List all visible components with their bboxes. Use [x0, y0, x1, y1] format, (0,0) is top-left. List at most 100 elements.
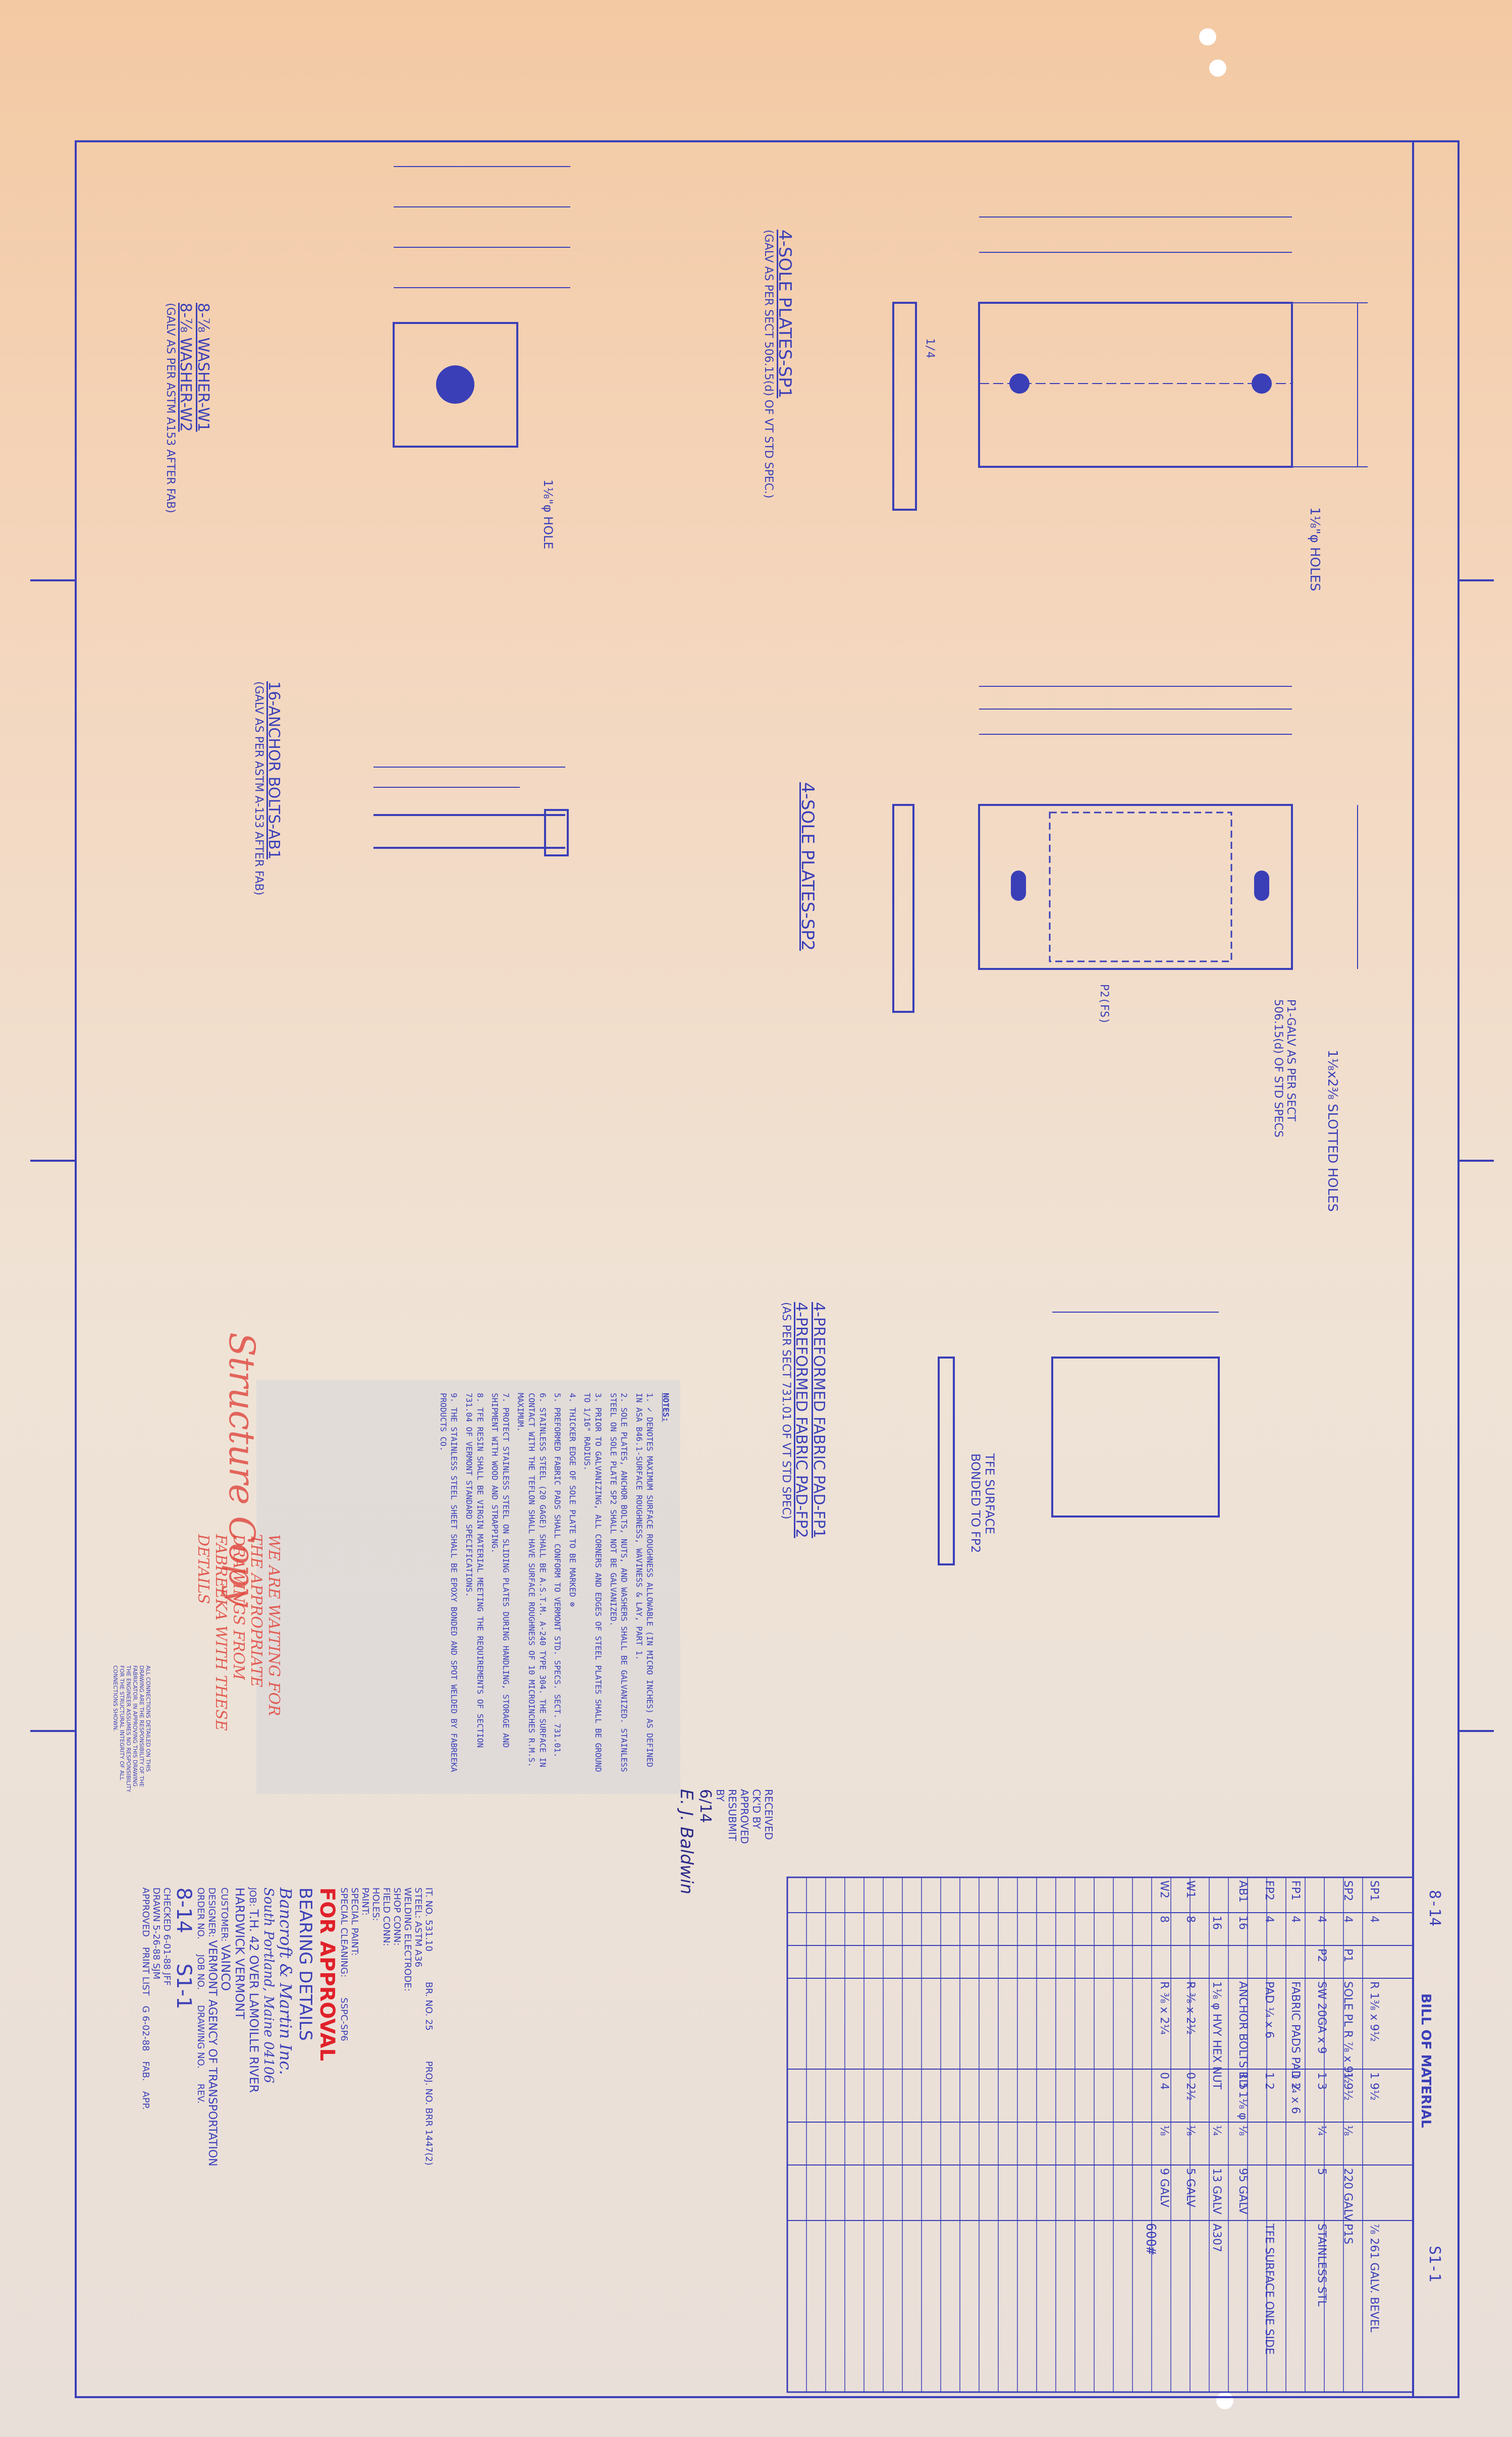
- bom-cell-mark: W1: [1184, 1880, 1197, 1899]
- tb-job-loc: HARDWICK VERMONT: [233, 1887, 247, 2020]
- note-item: 9. THE STAINLESS STEEL SHEET SHALL BE EP…: [438, 1393, 459, 1772]
- bom-cell-shape: SOLE PL R ⅞ x 9½: [1341, 1981, 1354, 2084]
- sp2-slot-left: [1011, 871, 1026, 901]
- bom-cell-shape: SW 20GA x 9: [1315, 1981, 1328, 2054]
- bom-cell-mark: AB1: [1236, 1880, 1249, 1903]
- bom-cell-shape: PAD ¼ x 6: [1263, 1981, 1275, 2039]
- tb-it-no: IT. NO. 531.10: [423, 1887, 434, 1952]
- tb-welding: WELDING ELECTRODE:: [402, 1887, 413, 1991]
- washer-view: [393, 166, 570, 448]
- tb-print-date: G 6-02-88: [140, 2006, 151, 2051]
- header-sheet-no: S1-1: [1426, 2246, 1443, 2283]
- notes-block: NOTES: 1. ✓ DENOTES MAXIMUM SURFACE ROUG…: [318, 1393, 671, 1776]
- bom-cell-shape: R ⅜ x 2¼: [1158, 1981, 1170, 2035]
- tb-special-paint: SPECIAL PAINT:: [349, 1887, 360, 1956]
- notes-heading: NOTES:: [661, 1393, 671, 1422]
- bom-cell-wt: 13 GALV: [1210, 2168, 1223, 2214]
- note-item: 3. PRIOR TO GALVANIZING, ALL CORNERS AND…: [582, 1393, 604, 1772]
- tb-print-list: PRINT LIST: [140, 1946, 151, 1996]
- bom-cell-item_wt: ⅛: [1184, 2125, 1197, 2136]
- bom-cell-no: 4: [1341, 1916, 1354, 1923]
- fp2-title: 4-PREFORMED FABRIC PAD-FP2: [792, 1302, 810, 1538]
- note-item: 5. PREFORMED FABRIC PADS SHALL CONFORM T…: [553, 1393, 563, 1758]
- bom-cell-no: 16: [1210, 1916, 1223, 1930]
- sp2-p2-label: P2(FS): [1098, 984, 1110, 1024]
- tb-order-no: ORDER NO.: [195, 1887, 206, 1939]
- note-item: 2. SOLE PLATES, ANCHOR BOLTS, NUTS, AND …: [608, 1393, 629, 1772]
- fp-title-block: 4-PREFORMED FABRIC PAD-FP1 4-PREFORMED F…: [780, 1302, 828, 1665]
- border-margin: [1412, 140, 1460, 2398]
- tb-fab: FAB.: [140, 2061, 151, 2081]
- anchor-title: 16-ANCHOR BOLTS-AB1: [265, 681, 283, 859]
- tb-customer-label: CUSTOMER:: [219, 1887, 230, 1942]
- stamp-by: BY: [714, 1789, 726, 1802]
- washer-hole: [436, 365, 474, 404]
- tb-paint: PAINT:: [360, 1887, 370, 1916]
- tb-job: T.H. 42 OVER LAMOILLE RIVER: [247, 1909, 261, 2093]
- stamp-date-val: 6/14: [696, 1789, 714, 1823]
- sp1-holes-label: 1⅛"φ HOLES: [1307, 507, 1322, 591]
- washer-title-block: 8-⅞ WASHER-W1 8-⅞ WASHER-W2 (GALV AS PER…: [164, 303, 212, 515]
- tb-holes: HOLES:: [370, 1887, 381, 1921]
- bom-cell-shape: 1⅛ φ HVY HEX NUT: [1210, 1981, 1223, 2090]
- stamp-resubmit: RESUBMIT: [726, 1789, 738, 1841]
- bom-cell-remarks: ⅞ 261 GALV. BEVEL: [1368, 2224, 1380, 2333]
- sp1-hole-left: [1009, 373, 1030, 394]
- tb-title: BEARING DETAILS: [295, 1887, 315, 2041]
- note-item: 6. STAINLESS STEEL (20 GAGE) SHALL BE A.…: [516, 1393, 548, 1767]
- sp2-title: 4-SOLE PLATES-SP2: [797, 782, 818, 951]
- tb-drawing-no-val: S1-1: [172, 1963, 195, 2010]
- tb-drawing-no: DRAWING NO.: [195, 2005, 206, 2069]
- washer-w1-title: 8-⅞ WASHER-W1: [194, 303, 212, 432]
- tb-br-no: BR. NO. 25: [423, 1981, 434, 2031]
- tb-designer-label: DESIGNER:: [206, 1887, 217, 1937]
- tb-special-cleaning: SPECIAL CLEANING:: [339, 1887, 349, 1978]
- bom-cell-remarks: TFE SURFACE ONE SIDE: [1263, 2224, 1275, 2355]
- bom-cell-shape: R ⅜ x 2½: [1184, 1981, 1197, 2035]
- sp1-title: 4-SOLE PLATES-SP1: [775, 230, 795, 399]
- washer-hole-label: 1⅛"φ HOLE: [541, 479, 555, 550]
- bom-cell-wt: 9 GALV: [1158, 2168, 1170, 2207]
- bom-cell-wt: 5 GALV: [1184, 2168, 1197, 2207]
- bom-cell-remarks: A307: [1210, 2224, 1223, 2253]
- sp2-slot-right: [1254, 871, 1269, 901]
- bom-cell-item_wt: ⅛: [1158, 2125, 1170, 2136]
- stamp-received: RECEIVED: [763, 1789, 775, 1840]
- tb-company: Bancroft & Martin Inc.: [276, 1887, 295, 2075]
- tb-sub: SSPC-SP6: [339, 1997, 349, 2041]
- tb-checked: CHECKED: [161, 1887, 172, 1932]
- stamp-approved: APPROVED: [738, 1789, 750, 1844]
- stamp-ckd-by: CK'D BY: [750, 1789, 763, 1829]
- bom-cell-no: 8: [1158, 1916, 1170, 1923]
- title-block: IT. NO. 531.10 BR. NO. 25 PROJ. NO. BRR …: [121, 1887, 434, 2392]
- received-stamp: RECEIVED CK'D BY APPROVED RESUBMIT BY 6/…: [676, 1789, 775, 1981]
- note-item: 7. PROTECT STAINLESS STEEL ON SLIDING PL…: [490, 1393, 511, 1748]
- fp-plan-view: [938, 1312, 1220, 1565]
- fp-tfe-note: TFE SURFACE BONDED TO FP2: [968, 1453, 997, 1553]
- bom-cell-shape: R 1⅜ x 9½: [1368, 1981, 1380, 2042]
- bom-cell-shape: ANCHOR BOLTS RD 1⅛ φ: [1236, 1981, 1249, 2120]
- sp1-subtitle: (GALV AS PER SECT 506.15(d) OF VT STD SP…: [762, 230, 775, 499]
- approval-disclaimer: ALL CONNECTIONS DETAILED ON THIS DRAWING…: [112, 1665, 151, 1793]
- bom-table-grid: [786, 1876, 1414, 2393]
- fp1-title: 4-PREFORMED FABRIC PAD-FP1: [810, 1302, 828, 1538]
- tb-proj-no: PROJ. NO. BRR 1447(2): [423, 2061, 434, 2165]
- note-item: 4. THICKER EDGE OF SOLE PLATE TO BE MARK…: [567, 1393, 577, 1607]
- bom-cell-item_wt: ¼: [1210, 2125, 1223, 2136]
- bom-cell-length: 0 4: [1158, 2072, 1170, 2090]
- tb-customer: VAINCO: [219, 1944, 233, 1991]
- bom-cell-length: 0 2½: [1184, 2072, 1197, 2101]
- notes-paste-area: [256, 1380, 680, 1794]
- bom-cell-wt: 220 GALV: [1341, 2168, 1354, 2222]
- tb-designer: VERMONT AGENCY OF TRANSPORTATION: [206, 1940, 219, 2167]
- bom-cell-remarks: STAINLESS STL: [1315, 2224, 1328, 2307]
- tb-app: APP.: [140, 2091, 151, 2110]
- bom-cell-part: P2: [1315, 1948, 1328, 1963]
- bom-cell-length: 1 5: [1236, 2072, 1249, 2090]
- sp1-weld-label: 1/4: [924, 338, 936, 358]
- bom-cell-mark: SP1: [1368, 1880, 1380, 1902]
- punch-hole-top: [1199, 28, 1216, 45]
- bom-cell-no: 4: [1263, 1916, 1275, 1923]
